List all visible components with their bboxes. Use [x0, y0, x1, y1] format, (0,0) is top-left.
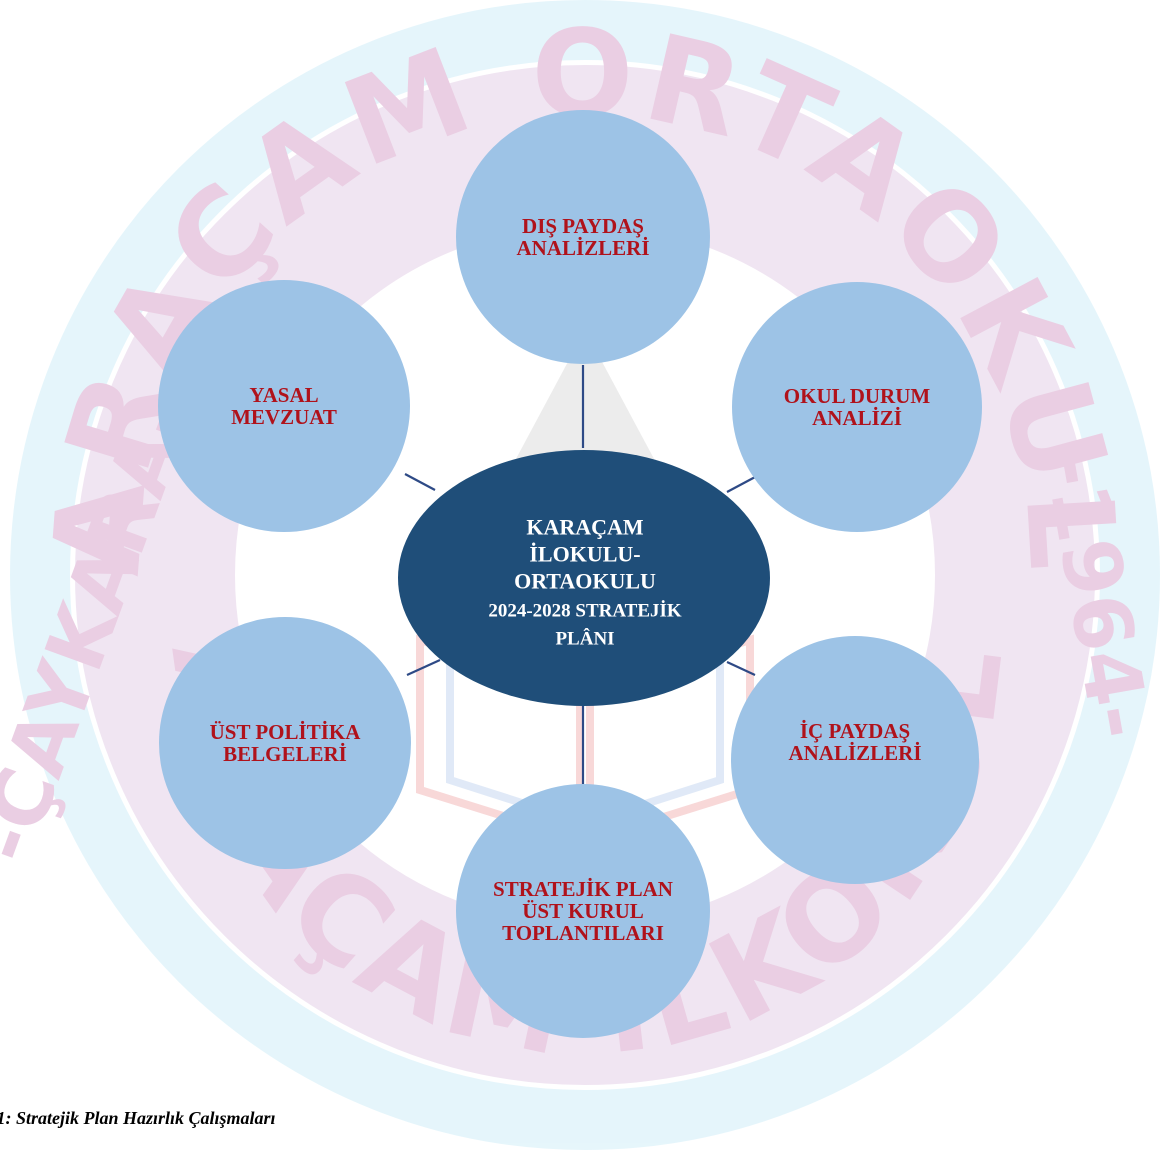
node-line: ÜST POLİTİKA	[209, 720, 361, 744]
node-circle-ic-paydas	[731, 636, 979, 884]
node-line: ANALİZLERİ	[516, 236, 650, 260]
node-circle-okul-durum	[732, 282, 982, 532]
node-label-dis-paydas: DIŞ PAYDAŞ ANALİZLERİ	[516, 215, 649, 259]
node-label-ust-kurul: STRATEJİK PLAN ÜST KURUL TOPLANTILARI	[493, 878, 673, 944]
center-node-ellipse	[398, 450, 770, 706]
connectors	[404, 365, 758, 785]
watermark-ring-outer	[10, 0, 1160, 1150]
center-plan-line: PLÂNI	[555, 628, 615, 650]
node-label-ust-politika: ÜST POLİTİKA BELGELERİ	[210, 721, 361, 765]
node-line: OKUL DURUM	[783, 384, 931, 408]
connector-bottom-left	[406, 658, 441, 677]
node-circle-ust-kurul	[456, 784, 710, 1038]
node-line: DIŞ PAYDAŞ	[522, 214, 644, 238]
node-circle-ust-politika	[159, 617, 411, 869]
node-line: YASAL	[249, 383, 319, 407]
center-plan-line: 2024-2028 STRATEJİK	[488, 600, 682, 622]
node-line: MEVZUAT	[231, 405, 337, 429]
node-circle-yasal-mevzuat	[158, 280, 410, 532]
node-line: BELGELERİ	[223, 742, 347, 766]
center-school-line: KARAÇAM	[526, 514, 644, 540]
node-label-ic-paydas: İÇ PAYDAŞ ANALİZLERİ	[788, 720, 921, 764]
center-school-line: ORTAOKULU	[514, 568, 656, 594]
node-line: STRATEJİK PLAN	[493, 877, 673, 901]
node-label-okul-durum: OKUL DURUM ANALİZİ	[784, 385, 930, 429]
node-label-yasal-mevzuat: YASAL MEVZUAT	[231, 384, 337, 428]
center-school-line: İLOKULU-	[529, 541, 641, 567]
connector-top-right	[726, 475, 758, 493]
node-line: TOPLANTILARI	[502, 921, 664, 945]
center-node-label: KARAÇAM İLOKULU- ORTAOKULU 2024-2028 STR…	[488, 514, 681, 651]
node-line: İÇ PAYDAŞ	[799, 719, 911, 743]
node-line: ANALİZLERİ	[788, 741, 922, 765]
node-line: ANALİZİ	[812, 406, 902, 430]
connector-top-left	[404, 473, 436, 491]
connector-bottom-right	[726, 661, 756, 676]
node-circle-dis-paydas	[456, 110, 710, 364]
node-line: ÜST KURUL	[522, 899, 644, 923]
figure-caption: il 1: Stratejik Plan Hazırlık Çalışmalar…	[0, 1108, 276, 1128]
